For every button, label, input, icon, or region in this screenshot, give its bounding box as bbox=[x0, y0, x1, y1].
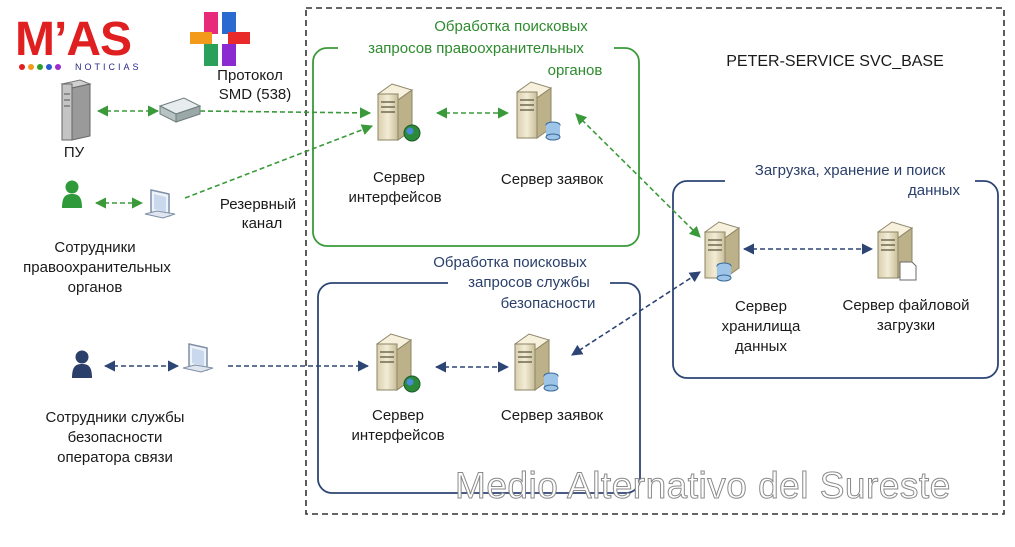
pu-label: ПУ bbox=[63, 144, 85, 161]
link-law-req-storage bbox=[575, 113, 701, 238]
database-icon bbox=[543, 372, 559, 392]
group-security-title-2: запросов службы bbox=[468, 274, 590, 291]
protocol-label-2: SMD (538) bbox=[218, 86, 292, 103]
globe-icon bbox=[403, 124, 421, 142]
sec-req-label: Сервер заявок bbox=[500, 407, 604, 424]
sec-iface-label-2: интерфейсов bbox=[351, 427, 445, 444]
law-staff-label-3: органов bbox=[67, 279, 123, 296]
law-iface-label-2: интерфейсов bbox=[348, 189, 442, 206]
law-iface-label-1: Сервер bbox=[372, 169, 425, 186]
law-staff-label-2: правоохранительных bbox=[23, 259, 171, 276]
sec-staff-label-1: Сотрудники службы bbox=[45, 409, 185, 426]
globe-icon bbox=[403, 375, 421, 393]
connections bbox=[94, 105, 874, 373]
protocol-label-1: Протокол bbox=[217, 67, 283, 84]
group-law-title-1: Обработка поисковых bbox=[434, 18, 588, 35]
link-router-law-iface bbox=[199, 107, 372, 119]
file-icon bbox=[899, 261, 917, 281]
group-security-title-3: безопасности bbox=[500, 295, 596, 312]
storage-label-2: хранилища bbox=[721, 318, 801, 335]
law-staff-label-1: Сотрудники bbox=[54, 239, 136, 256]
system-title: PETER-SERVICE SVC_BASE bbox=[726, 53, 944, 70]
reserve-label-2: канал bbox=[241, 215, 283, 232]
logo-text: M’AS bbox=[15, 13, 131, 66]
group-storage-title-1: Загрузка, хранение и поиск bbox=[754, 162, 946, 179]
router-icon bbox=[158, 97, 202, 123]
database-icon bbox=[545, 121, 561, 141]
sec-iface-label-1: Сервер bbox=[371, 407, 424, 424]
storage-label-3: данных bbox=[735, 338, 787, 355]
brand-logo: M’AS NOTICIAS bbox=[15, 12, 250, 72]
file-srv-label-1: Сервер файловой bbox=[842, 297, 970, 314]
law-staff-person-icon bbox=[62, 180, 82, 208]
file-srv-label-2: загрузки bbox=[876, 317, 936, 334]
cross-logo-icon bbox=[190, 12, 250, 66]
watermark-text: Medio Alternativo del Sureste bbox=[455, 465, 951, 506]
sec-staff-person-icon bbox=[72, 350, 92, 378]
system-boundary bbox=[305, 7, 1005, 515]
group-law-title-2: запросов правоохранительных bbox=[368, 40, 584, 57]
logo-subtext: NOTICIAS bbox=[75, 62, 142, 72]
group-security-title-1: Обработка поисковых bbox=[433, 254, 587, 271]
reserve-label-1: Резервный bbox=[219, 196, 297, 213]
law-req-server-icon bbox=[516, 81, 552, 139]
link-reserve-channel bbox=[184, 124, 374, 199]
link-sec-req-storage bbox=[571, 271, 701, 356]
law-staff-pc-icon bbox=[144, 189, 176, 219]
sec-staff-label-3: оператора связи bbox=[57, 449, 173, 466]
sec-req-server-icon bbox=[514, 333, 550, 391]
storage-label-1: Сервер bbox=[734, 298, 787, 315]
sec-staff-label-2: безопасности bbox=[67, 429, 163, 446]
sec-staff-pc-icon bbox=[182, 343, 214, 373]
group-storage-title-2: данных bbox=[908, 182, 960, 199]
pu-tower-icon bbox=[60, 79, 92, 141]
database-icon bbox=[716, 262, 732, 282]
law-req-label: Сервер заявок bbox=[500, 171, 604, 188]
group-law-title-3: органов bbox=[547, 62, 603, 79]
